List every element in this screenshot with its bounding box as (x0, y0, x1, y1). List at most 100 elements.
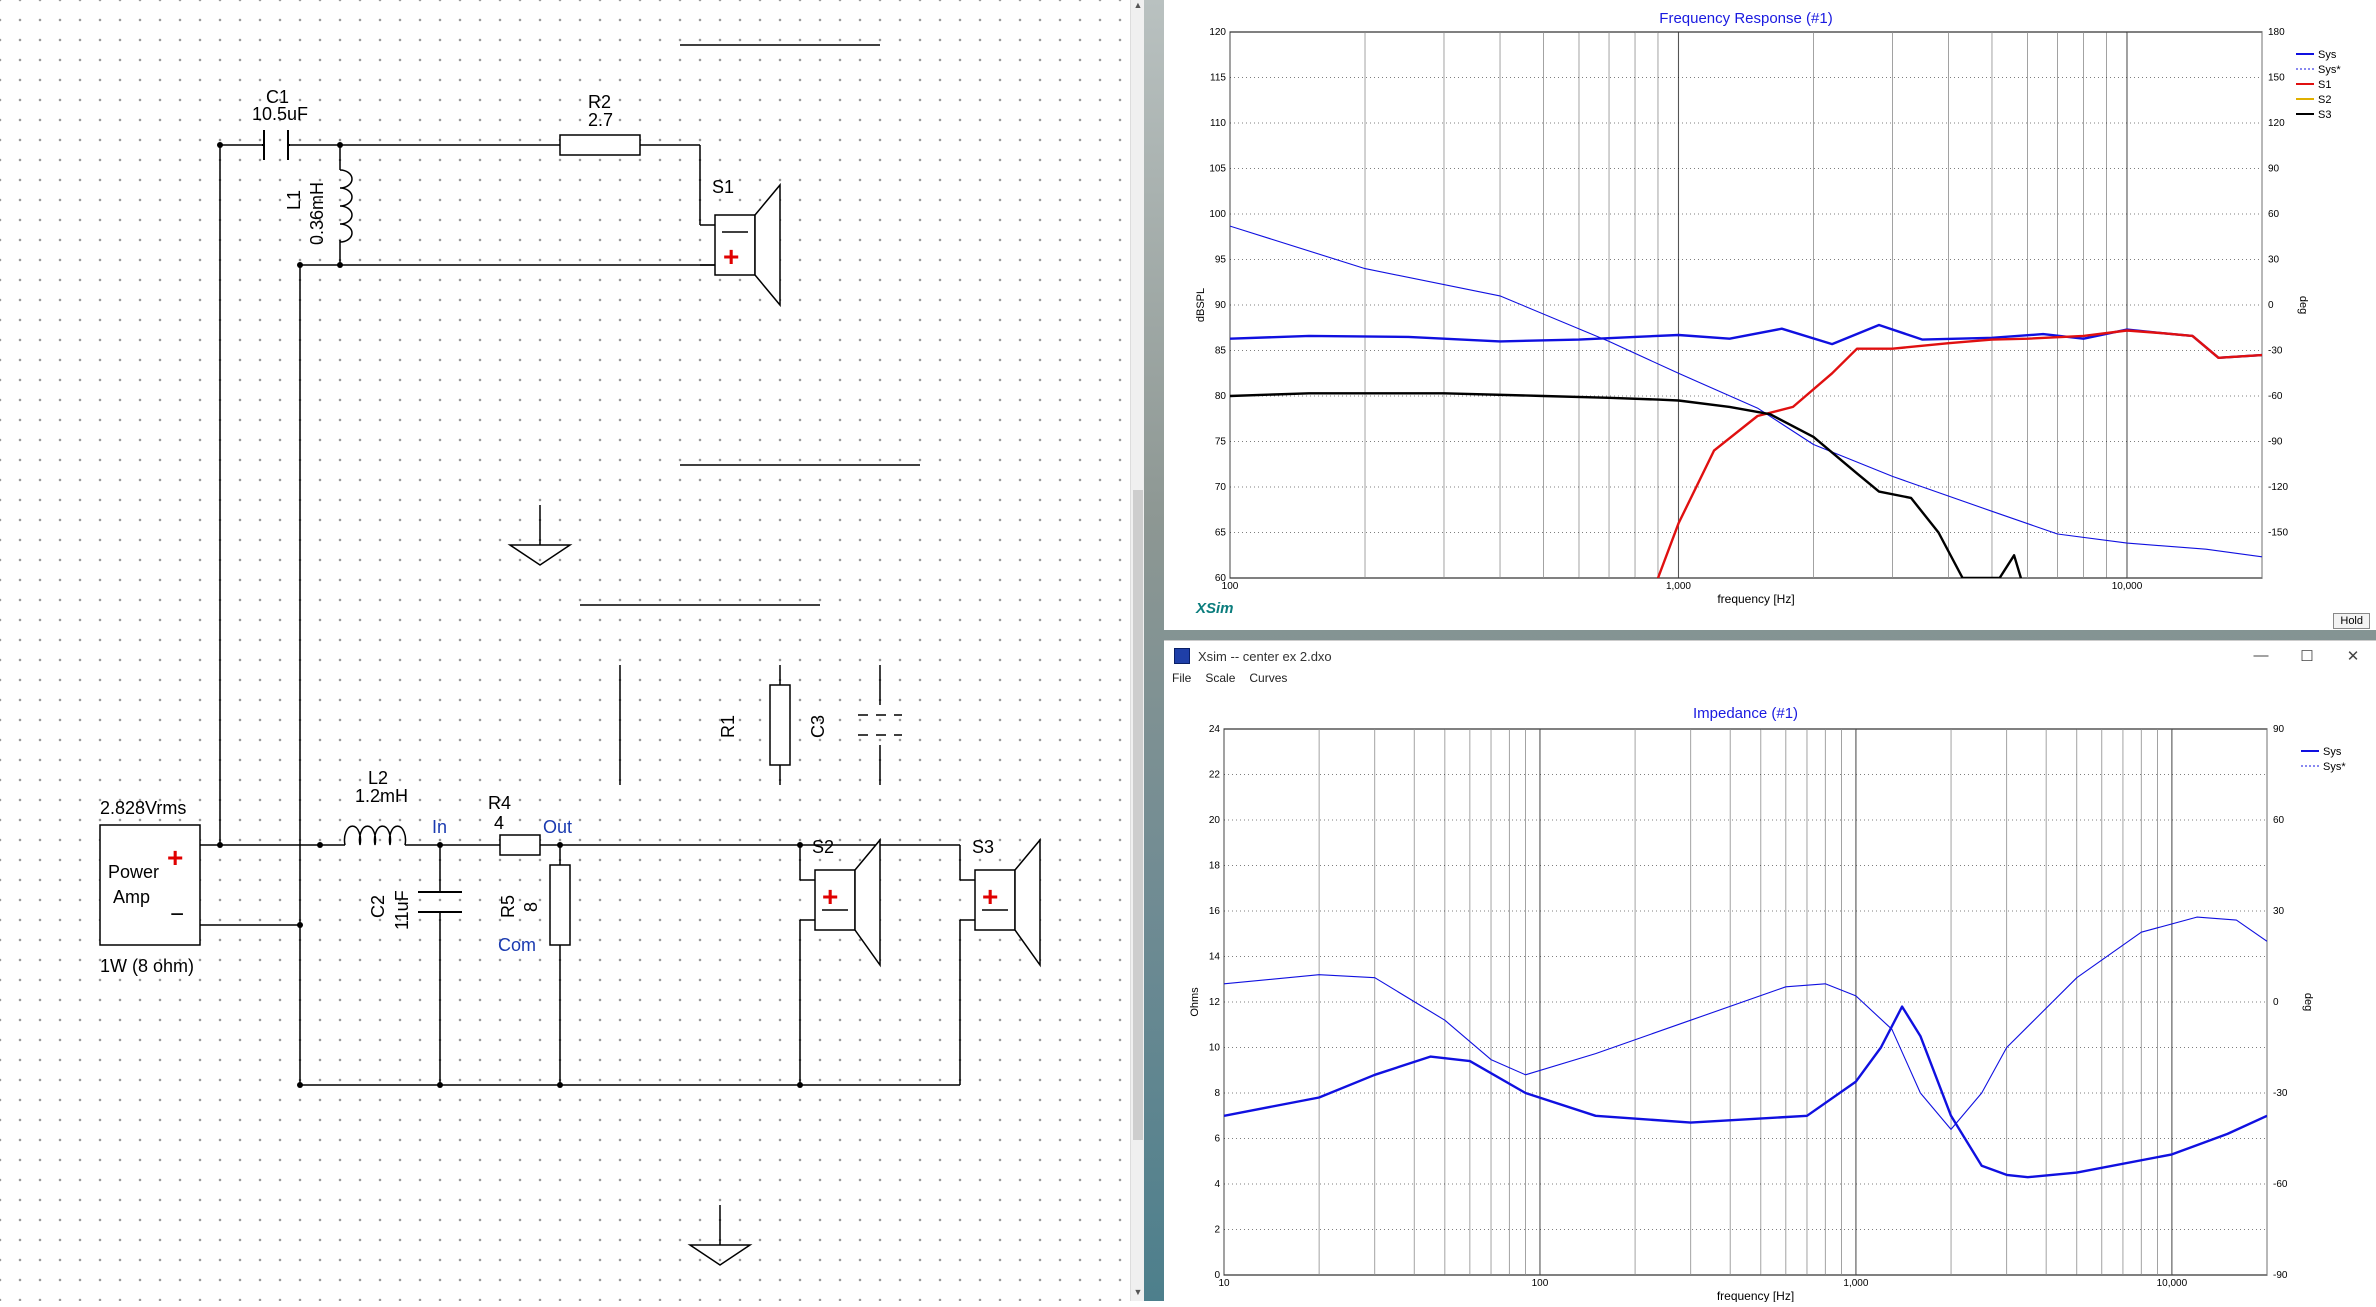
l1-value: 0.36mH (307, 182, 327, 245)
y-tick-label: 75 (1215, 437, 1227, 448)
window-title: Xsim -- center ex 2.dxo (1198, 648, 1332, 664)
y2-tick-label: -30 (2273, 1088, 2288, 1099)
series-line-s1 (1656, 329, 2262, 578)
y2-tick-label: 30 (2268, 255, 2280, 266)
legend-label: Sys (2323, 746, 2342, 758)
y2-tick-label: 120 (2268, 118, 2285, 129)
c1-name: C1 (266, 87, 289, 107)
menu-bar: File Scale Curves (1164, 671, 2376, 693)
y2-axis-label: deg (2297, 296, 2309, 314)
amp-label-1: Power (108, 862, 159, 882)
l2-value: 1.2mH (355, 786, 408, 806)
x-axis-label: frequency [Hz] (1717, 1289, 1794, 1302)
y2-tick-label: 150 (2268, 73, 2285, 84)
y-tick-label: 0 (1214, 1270, 1220, 1281)
l1-name: L1 (284, 190, 304, 210)
speaker-s3-plus: + (982, 881, 998, 912)
speaker-s1-plus: + (723, 241, 739, 272)
y-tick-label: 16 (1209, 906, 1221, 917)
y-tick-label: 8 (1214, 1088, 1220, 1099)
chart-title: Frequency Response (#1) (1659, 10, 1832, 27)
y-tick-label: 115 (1210, 73, 1226, 84)
y2-tick-label: -60 (2273, 1179, 2288, 1190)
window-titlebar[interactable]: Xsim -- center ex 2.dxo — ☐ ✕ (1164, 641, 2376, 671)
y2-tick-label: -120 (2268, 482, 2288, 493)
impedance-window[interactable]: Xsim -- center ex 2.dxo — ☐ ✕ File Scale… (1164, 640, 2376, 1303)
pin-out: Out (543, 817, 572, 837)
y2-axis-label: deg (2302, 993, 2314, 1011)
amp-rating: 1W (8 ohm) (100, 956, 194, 976)
x-axis-label: frequency [Hz] (1717, 592, 1794, 606)
x-tick-label: 10,000 (2157, 1278, 2188, 1289)
legend-label: Sys (2318, 49, 2337, 61)
y-tick-label: 80 (1215, 391, 1227, 402)
y2-tick-label: -60 (2268, 391, 2283, 402)
menu-scale[interactable]: Scale (1205, 671, 1236, 685)
speaker-s3-icon (974, 837, 1041, 968)
scrollbar-thumb[interactable] (1133, 490, 1143, 1140)
hold-button[interactable]: Hold (2333, 613, 2370, 629)
close-button[interactable]: ✕ (2346, 648, 2360, 665)
y-tick-label: 18 (1209, 861, 1221, 872)
r4-name: R4 (488, 793, 511, 813)
power-amp (99, 824, 201, 946)
frequency-response-chart[interactable]: 6065707580859095100105110115120-150-120-… (1164, 0, 2376, 630)
minimize-button[interactable]: — (2253, 647, 2269, 664)
y2-tick-label: 90 (2273, 724, 2285, 735)
y-tick-label: 90 (1215, 300, 1227, 311)
scroll-down-icon[interactable]: ▼ (1133, 1287, 1143, 1297)
s1-name: S1 (712, 177, 734, 197)
y-tick-label: 10 (1209, 1043, 1221, 1054)
y-tick-label: 24 (1209, 724, 1221, 735)
c2-name: C2 (368, 895, 388, 918)
c1-value: 10.5uF (252, 104, 308, 124)
y-tick-label: 6 (1214, 1134, 1220, 1145)
x-tick-label: 10 (1218, 1278, 1230, 1289)
y-axis-label: dBSPL (1195, 288, 1207, 322)
y2-tick-label: 90 (2268, 164, 2280, 175)
menu-curves[interactable]: Curves (1249, 671, 1288, 685)
r2-value: 2.7 (588, 110, 613, 130)
y2-tick-label: -90 (2273, 1270, 2288, 1281)
vertical-scrollbar[interactable]: ▲ ▼ (1130, 0, 1145, 1301)
speaker-s2-plus: + (822, 881, 838, 912)
l2-name: L2 (368, 768, 388, 788)
resistor-r1 (769, 684, 791, 766)
y-tick-label: 100 (1209, 209, 1226, 220)
y-tick-label: 14 (1209, 952, 1221, 963)
menu-file[interactable]: File (1172, 671, 1192, 685)
y2-tick-label: 0 (2273, 997, 2279, 1008)
series-line-sys-star (1224, 916, 2267, 1130)
y-tick-label: 22 (1209, 770, 1221, 781)
r2-name: R2 (588, 92, 611, 112)
scroll-up-icon[interactable]: ▲ (1133, 0, 1143, 10)
legend-label: S2 (2318, 94, 2331, 106)
ground-icon (687, 1244, 753, 1266)
resistor-r2 (559, 134, 641, 156)
speaker-s2-icon (814, 837, 881, 968)
y-tick-label: 20 (1209, 815, 1221, 826)
legend-label: S3 (2318, 109, 2331, 121)
source-voltage: 2.828Vrms (100, 798, 186, 818)
y-tick-label: 4 (1214, 1179, 1220, 1190)
schematic-drawing[interactable]: + + + + − C1 10.5uF R2 2.7 S1 2.828Vrms … (0, 0, 1130, 1301)
pin-in: In (432, 817, 447, 837)
amp-minus: − (170, 901, 184, 928)
maximize-button[interactable]: ☐ (2300, 648, 2314, 665)
r5-value: 8 (521, 902, 541, 912)
s3-name: S3 (972, 837, 994, 857)
y-tick-label: 70 (1215, 482, 1227, 493)
c3-name: C3 (808, 715, 828, 738)
x-tick-label: 1,000 (1843, 1278, 1868, 1289)
capacitor-c3 (858, 714, 902, 736)
r1-name: R1 (718, 715, 738, 738)
y-tick-label: 105 (1209, 164, 1226, 175)
x-tick-label: 1,000 (1666, 581, 1691, 592)
schematic-canvas[interactable]: + + + + − C1 10.5uF R2 2.7 S1 2.828Vrms … (0, 0, 1130, 1301)
c2-value: 11uF (392, 890, 412, 930)
y2-tick-label: 60 (2273, 815, 2285, 826)
y-tick-label: 2 (1214, 1225, 1220, 1236)
legend-label: Sys* (2323, 761, 2346, 773)
